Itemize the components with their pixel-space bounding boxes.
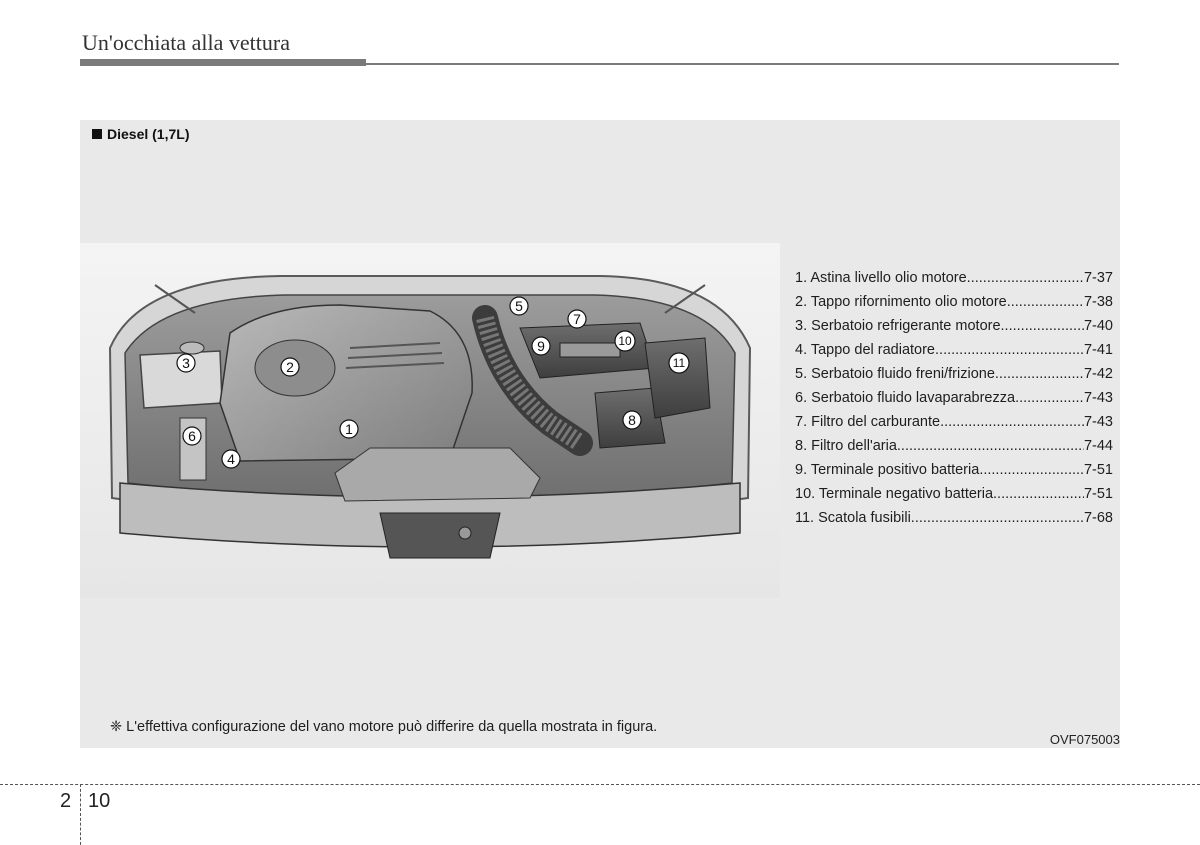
svg-text:7: 7 bbox=[573, 311, 581, 327]
legend-item: 6. Serbatoio fluido lavaparabrezza7-43 bbox=[795, 386, 1113, 410]
svg-text:9: 9 bbox=[537, 338, 545, 354]
section-label-text: Diesel (1,7L) bbox=[107, 126, 190, 142]
callout-11: 11 bbox=[668, 352, 690, 374]
cover-rib-1 bbox=[349, 342, 441, 349]
callout-7: 7 bbox=[567, 309, 587, 329]
chapter-number: 2 bbox=[60, 790, 72, 812]
footer-rule bbox=[0, 784, 1200, 785]
square-bullet-icon bbox=[92, 129, 102, 139]
footer-divider bbox=[80, 784, 81, 845]
legend-item: 11. Scatola fusibili7-68 bbox=[795, 506, 1113, 530]
svg-text:6: 6 bbox=[188, 428, 196, 444]
intake-hose-ribs bbox=[476, 315, 585, 451]
callout-8: 8 bbox=[622, 410, 642, 430]
svg-text:8: 8 bbox=[628, 412, 636, 428]
svg-text:1: 1 bbox=[345, 421, 353, 437]
svg-text:5: 5 bbox=[515, 298, 523, 314]
svg-text:10: 10 bbox=[618, 334, 632, 348]
washer-reservoir-neck bbox=[179, 417, 207, 481]
engine-bay-illustration: 1 2 3 4 5 6 7 8 9 10 11 bbox=[80, 243, 780, 598]
legend-item: 9. Terminale positivo batteria7-51 bbox=[795, 458, 1113, 482]
component-legend: 1. Astina livello olio motore7-37 2. Tap… bbox=[795, 266, 1113, 530]
callout-4: 4 bbox=[221, 449, 241, 469]
page-header-title: Un'occhiata alla vettura bbox=[82, 30, 290, 55]
hood-latch bbox=[458, 526, 472, 540]
callout-2: 2 bbox=[280, 357, 300, 377]
legend-item: 4. Tappo del radiatore7-41 bbox=[795, 338, 1113, 362]
callout-5: 5 bbox=[509, 296, 529, 316]
callout-1: 1 bbox=[339, 419, 359, 439]
legend-item: 1. Astina livello olio motore7-37 bbox=[795, 266, 1113, 290]
cover-rib-2 bbox=[347, 352, 443, 359]
cover-rib-3 bbox=[345, 362, 445, 369]
legend-item: 8. Filtro dell'aria7-44 bbox=[795, 434, 1113, 458]
legend-item: 3. Serbatoio refrigerante motore7-40 bbox=[795, 314, 1113, 338]
header-rule-thin bbox=[366, 63, 1119, 65]
figure-note: ❈ L'effettiva configurazione del vano mo… bbox=[110, 719, 658, 735]
hood-hinge-left bbox=[154, 284, 196, 314]
callout-6: 6 bbox=[182, 426, 202, 446]
svg-text:11: 11 bbox=[673, 356, 686, 370]
svg-text:4: 4 bbox=[227, 451, 235, 467]
page-number: 10 bbox=[88, 790, 111, 812]
air-intake-duct bbox=[334, 447, 541, 502]
callout-10: 10 bbox=[614, 330, 636, 352]
hood-hinge-right bbox=[664, 284, 706, 314]
svg-text:3: 3 bbox=[182, 355, 190, 371]
legend-item: 10. Terminale negativo batteria7-51 bbox=[795, 482, 1113, 506]
coolant-cap bbox=[179, 341, 205, 355]
hood-latch-panel bbox=[379, 512, 501, 559]
fuse-box bbox=[644, 337, 711, 419]
figure-code: OVF075003 bbox=[1049, 732, 1120, 747]
callout-9: 9 bbox=[531, 336, 551, 356]
battery-label bbox=[559, 342, 621, 358]
legend-item: 7. Filtro del carburante7-43 bbox=[795, 410, 1113, 434]
section-label: Diesel (1,7L) bbox=[92, 126, 189, 142]
legend-item: 5. Serbatoio fluido freni/frizione7-42 bbox=[795, 362, 1113, 386]
svg-text:2: 2 bbox=[286, 359, 294, 375]
legend-item: 2. Tappo rifornimento olio motore7-38 bbox=[795, 290, 1113, 314]
header-rule-thick bbox=[80, 59, 366, 66]
callout-3: 3 bbox=[176, 353, 196, 373]
